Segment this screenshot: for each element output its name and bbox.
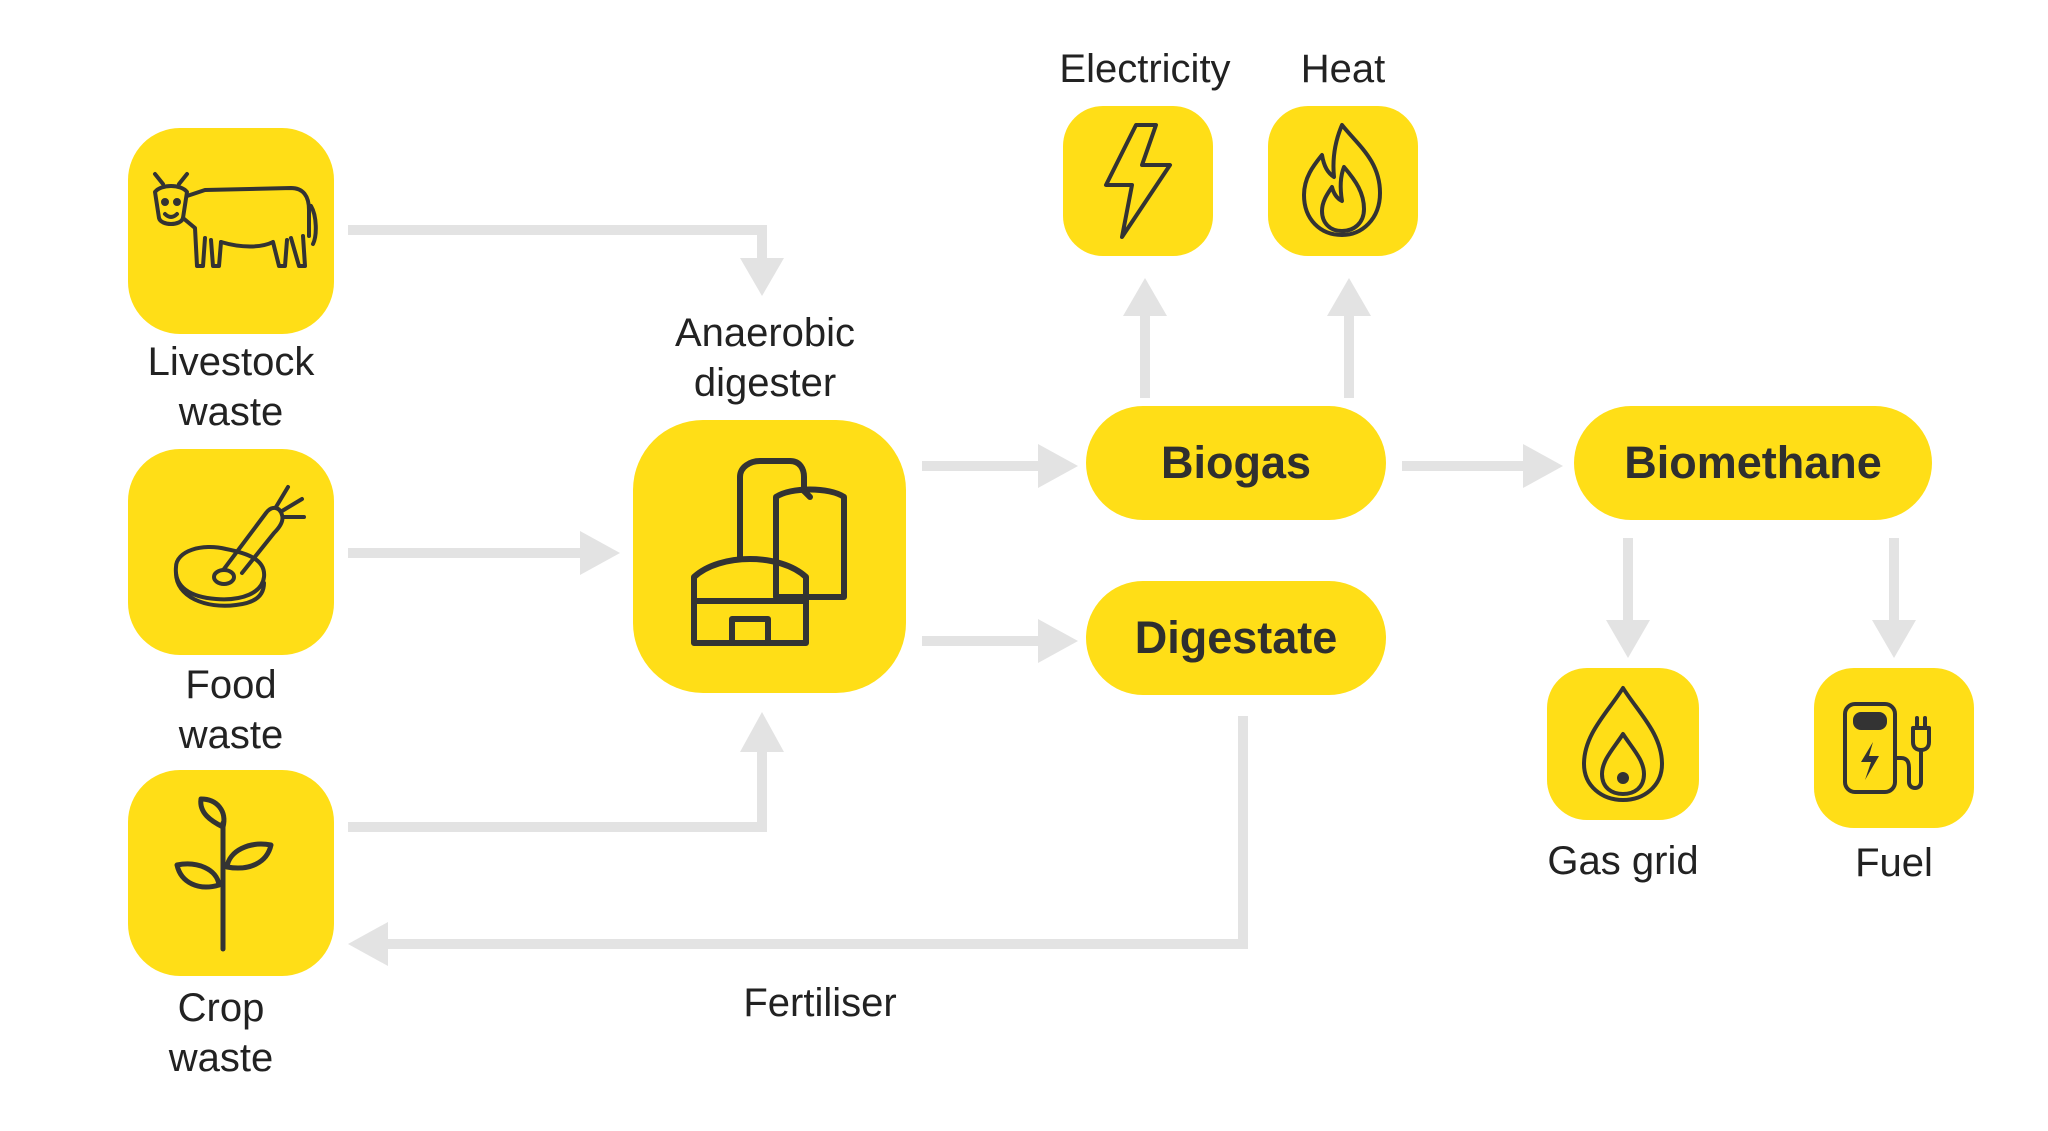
gas-grid-tile [1547,668,1699,820]
livestock-line2: waste [178,390,284,434]
electricity-tile [1063,106,1213,256]
arrow-heads [348,258,1916,966]
fertiliser-label: Fertiliser [743,981,897,1025]
electricity-label: Electricity [1059,47,1231,91]
food-waste-label: Food waste [128,660,334,760]
arrow-crop-to-digester [348,752,767,832]
food-line1: Food [185,663,277,707]
heat-tile [1268,106,1418,256]
fuel-tile [1814,668,1974,828]
meat-and-carrot-icon [173,485,306,608]
digester-plant-icon [690,457,847,646]
livestock-waste-tile [128,128,334,334]
arrow-digestate-to-crop [385,716,1248,949]
lightning-bolt-icon [1104,123,1172,239]
charging-pump-icon [1843,702,1931,794]
crop-line2: waste [168,1036,274,1080]
digester-line2: digester [693,361,837,405]
flame-icon [1302,123,1382,237]
biogas-pill: Biogas [1086,406,1386,520]
gas-flame-icon [1582,686,1664,802]
cow-icon [153,172,318,268]
gas-grid-label: Gas grid [1547,839,1699,883]
fuel-label: Fuel [1855,841,1933,885]
biomethane-pill: Biomethane [1574,406,1932,520]
plant-icon [174,796,274,952]
food-line2: waste [178,713,284,757]
arrow-livestock-to-digester [348,225,767,260]
crop-line1: Crop [177,986,265,1030]
anaerobic-digester-tile [633,420,906,693]
food-waste-tile [128,449,334,655]
crop-waste-tile [128,770,334,976]
digester-label: Anaerobic digester [640,308,890,408]
livestock-waste-label: Livestock waste [128,337,334,437]
digester-line1: Anaerobic [674,311,856,355]
crop-waste-label: Crop waste [118,983,324,1083]
livestock-line1: Livestock [147,340,315,384]
digestate-pill: Digestate [1086,581,1386,695]
heat-label: Heat [1300,47,1386,91]
